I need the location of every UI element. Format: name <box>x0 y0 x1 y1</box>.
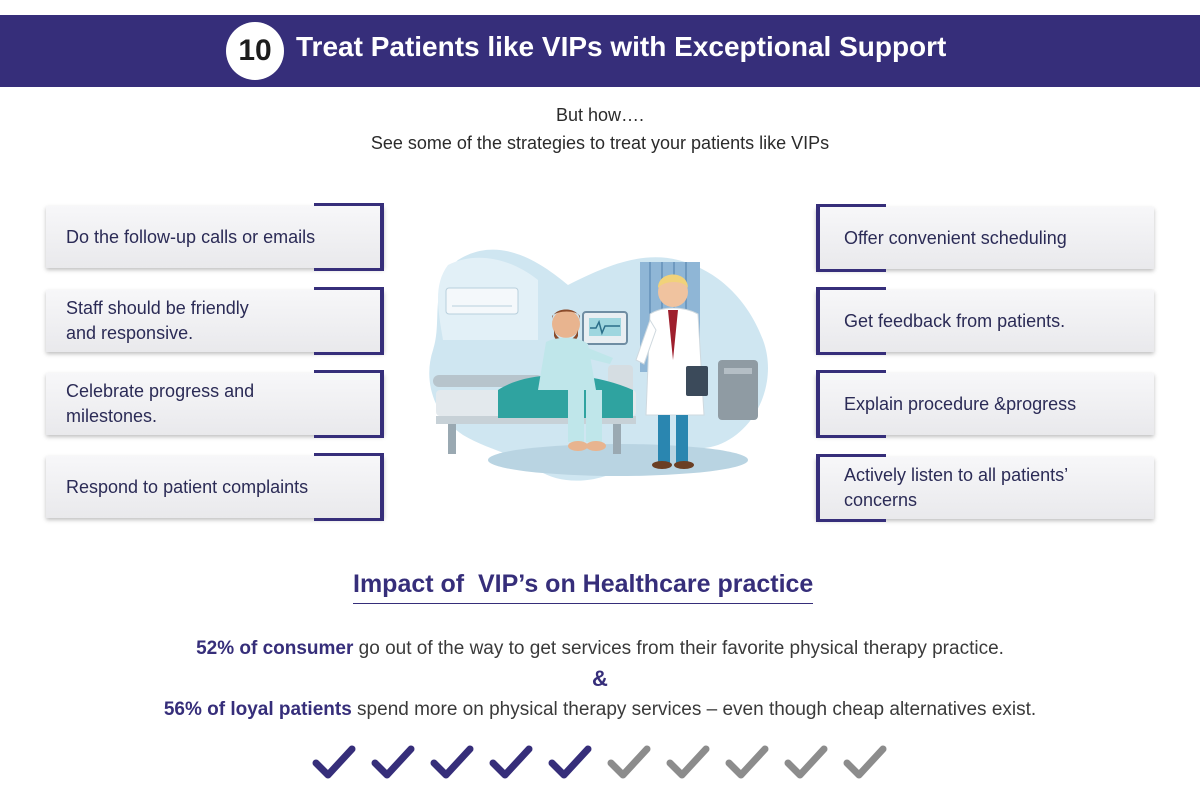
card-text: Offer convenient scheduling <box>844 227 1067 248</box>
card-text: Explain procedure &progress <box>844 393 1077 414</box>
intro-line-1: But how…. <box>555 105 645 125</box>
check-icon-empty <box>607 745 651 779</box>
section-number-badge: 10 <box>226 22 284 80</box>
doctor-patient-illustration <box>429 249 768 481</box>
stat-line-2: 56% of loyal patients spend more on phys… <box>0 699 1200 721</box>
strategy-card-respond-complaints: Respond to patient complaints <box>46 453 384 521</box>
card-text: Celebrate progress and <box>66 381 255 401</box>
check-icon-empty <box>666 745 710 779</box>
page-title: Treat Patients like VIPs with Exceptiona… <box>296 31 947 62</box>
check-icon-filled <box>489 745 533 779</box>
strategy-card-friendly-staff: Staff should be friendly and responsive. <box>46 287 384 355</box>
rating-checkmarks <box>312 745 887 779</box>
card-text: Actively listen to all patients’ <box>844 465 1069 485</box>
stat-2-text: spend more on physical therapy services … <box>351 699 1037 720</box>
strategy-card-celebrate-progress: Celebrate progress and milestones. <box>46 370 384 438</box>
stat-1-text: go out of the way to get services from t… <box>353 638 1004 659</box>
strategy-card-explain-procedure: Explain procedure &progress <box>816 370 1154 438</box>
strategy-card-active-listening: Actively listen to all patients’ concern… <box>816 454 1154 522</box>
impact-heading: Impact of VIP’s on Healthcare practice <box>353 570 814 604</box>
card-text: Respond to patient complaints <box>66 476 309 497</box>
check-icon-filled <box>371 745 415 779</box>
card-text: concerns <box>844 490 918 510</box>
intro-line-2: See some of the strategies to treat your… <box>370 133 830 153</box>
card-text: Staff should be friendly <box>66 298 249 318</box>
check-icon-filled <box>312 745 356 779</box>
check-icon-empty <box>784 745 828 779</box>
check-icon-empty <box>725 745 769 779</box>
card-text: milestones. <box>66 406 158 426</box>
check-icon-empty <box>843 745 887 779</box>
stat-2-highlight: 56% of loyal patients <box>163 699 352 720</box>
card-text: Do the follow-up calls or emails <box>66 226 316 247</box>
card-text: Get feedback from patients. <box>844 310 1066 331</box>
strategy-card-follow-up: Do the follow-up calls or emails <box>46 203 384 271</box>
stat-1-highlight: 52% of consumer <box>196 638 354 659</box>
header-banner <box>0 15 1200 87</box>
check-icon-filled <box>548 745 592 779</box>
strategy-card-feedback: Get feedback from patients. <box>816 287 1154 355</box>
check-icon-filled <box>430 745 474 779</box>
card-text: and responsive. <box>66 323 194 343</box>
strategy-card-scheduling: Offer convenient scheduling <box>816 204 1154 272</box>
stat-line-1: 52% of consumer go out of the way to get… <box>0 638 1200 660</box>
ampersand: & <box>592 666 608 691</box>
